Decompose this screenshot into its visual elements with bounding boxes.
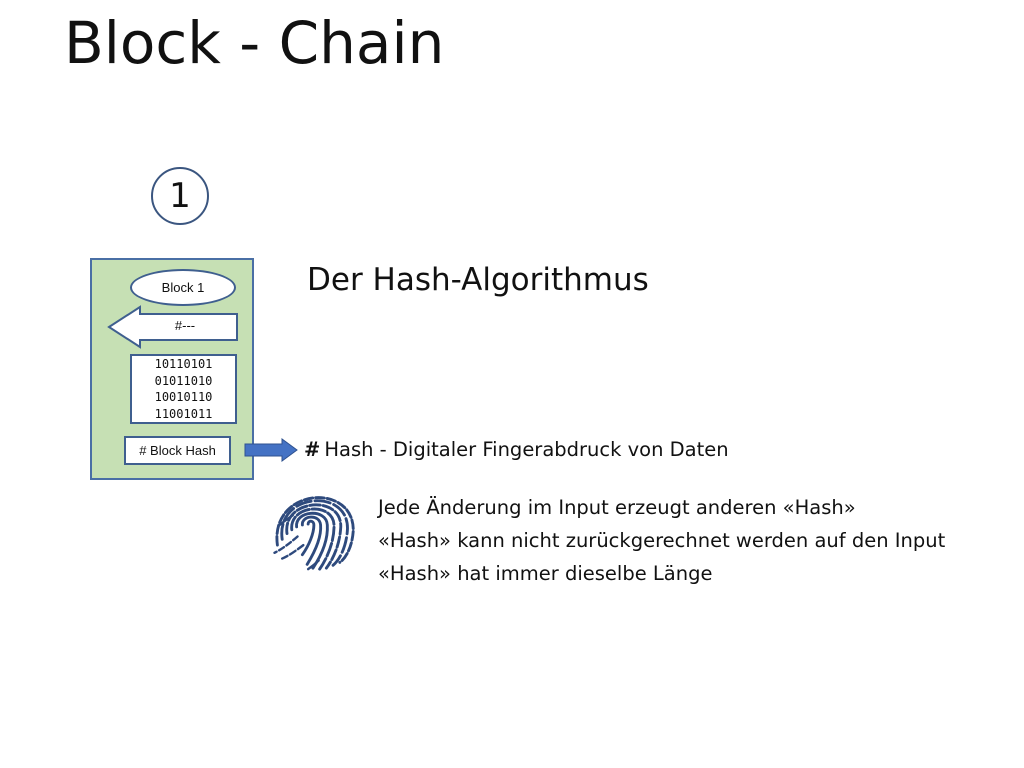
list-item: «Hash» hat immer dieselbe Länge [378,562,713,585]
list-item: Jede Änderung im Input erzeugt anderen «… [378,496,856,519]
data-line: 10110101 [154,357,213,371]
block-label: Block 1 [130,269,236,306]
arrow-left-icon [107,305,238,349]
previous-hash: #--- [174,318,196,333]
list-item: «Hash» kann nicht zurückgerechnet werden… [378,529,946,552]
section-heading: Der Hash-Algorithmus [307,262,649,298]
hash-definition-text: Hash - Digitaler Fingerabdruck von Daten [324,438,729,461]
block-data: 10110101 01011010 10010110 11001011 [130,354,237,424]
data-line: 10010110 [154,390,213,404]
hash-definition: #Hash - Digitaler Fingerabdruck von Date… [304,437,729,463]
block-hash: # Block Hash [124,436,231,465]
data-line: 01011010 [154,373,213,388]
hash-properties-list: Jede Änderung im Input erzeugt anderen «… [378,491,945,590]
hash-symbol: # [304,438,321,461]
fingerprint-icon [273,496,355,571]
data-line: 11001011 [154,406,213,421]
step-number-badge: 1 [151,167,209,225]
slide-title: Block - Chain [64,9,445,77]
arrow-right-icon [244,438,298,462]
